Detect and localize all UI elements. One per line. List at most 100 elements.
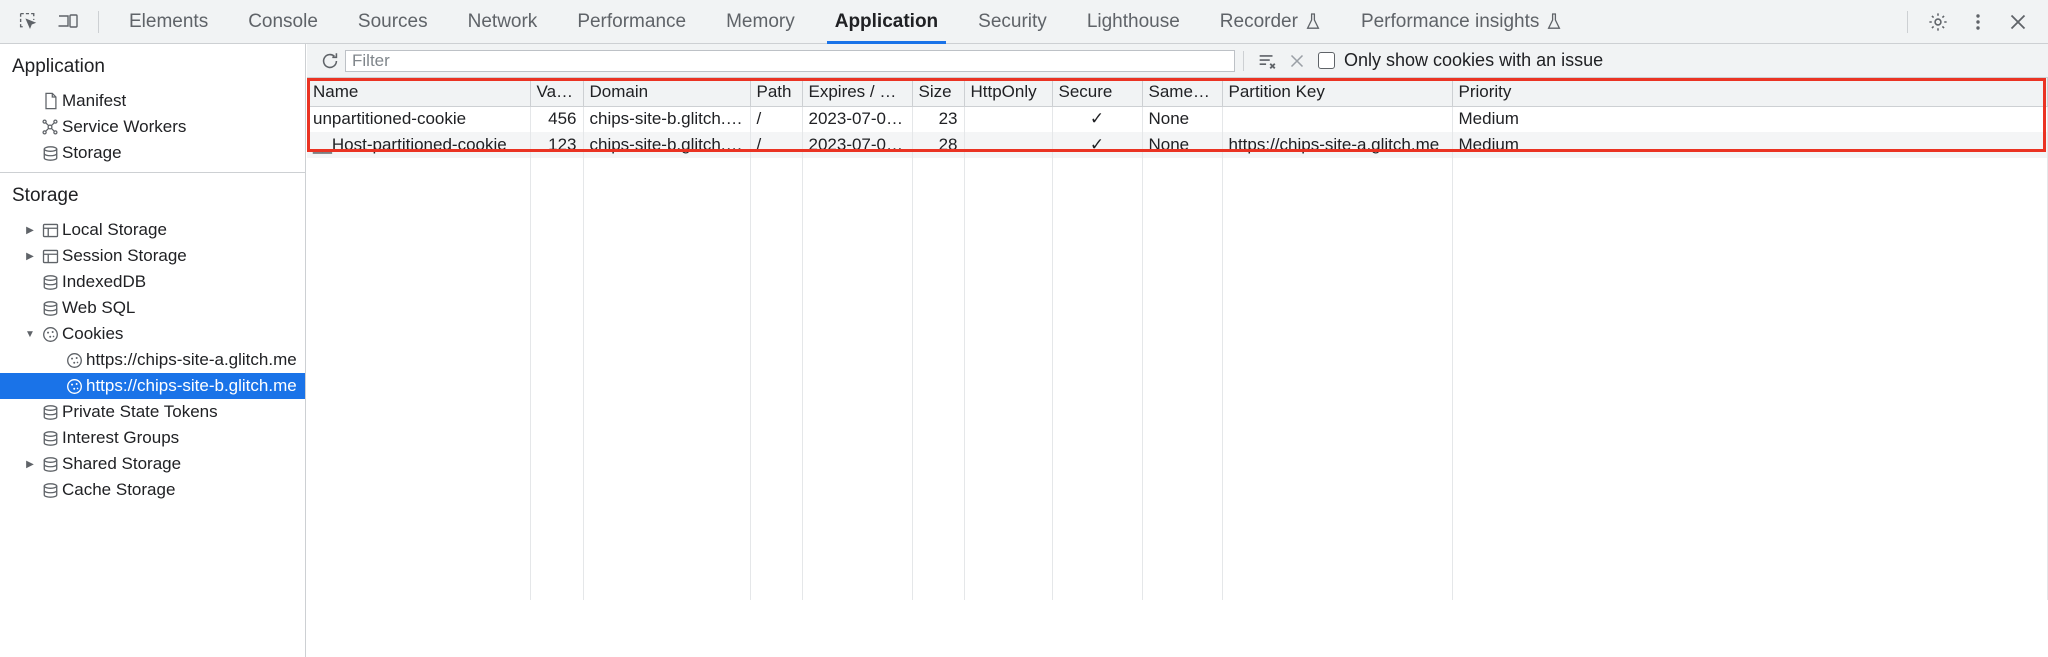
- column-header-value[interactable]: Value: [530, 78, 584, 107]
- sidebar-divider: [0, 172, 305, 173]
- chevron-right-icon[interactable]: ▶: [26, 224, 34, 236]
- table-empty-row: [307, 314, 2048, 340]
- table-icon: [38, 248, 62, 265]
- database-icon: [38, 404, 62, 421]
- tab-elements[interactable]: Elements: [109, 0, 228, 44]
- table-empty-row: [307, 236, 2048, 262]
- cookie-icon: [62, 352, 86, 369]
- column-header-priority[interactable]: Priority: [1452, 78, 2048, 107]
- column-header-secure[interactable]: Secure: [1052, 78, 1143, 107]
- tab-performance-insights[interactable]: Performance insights: [1341, 0, 1582, 44]
- gear-icon[interactable]: [1918, 4, 1958, 40]
- tab-lighthouse[interactable]: Lighthouse: [1067, 0, 1200, 44]
- refresh-icon[interactable]: [315, 48, 345, 74]
- cell-value: 123: [530, 132, 584, 158]
- sidebar-item-label: IndexedDB: [62, 272, 147, 291]
- sidebar-item-session-storage[interactable]: ▶ Session Storage: [0, 243, 305, 269]
- cell-path: /: [750, 132, 803, 158]
- cell-priority: Medium: [1452, 106, 2048, 132]
- sidebar-item-service-workers[interactable]: Service Workers: [0, 114, 305, 140]
- kebab-menu-icon[interactable]: [1958, 4, 1998, 40]
- tab-memory[interactable]: Memory: [706, 0, 815, 44]
- sidebar-item-indexeddb[interactable]: IndexedDB: [0, 269, 305, 295]
- cell-partition-key: [1222, 106, 1453, 132]
- clear-all-cookies-icon[interactable]: [1252, 48, 1282, 74]
- tab-label: Performance insights: [1360, 10, 1540, 32]
- cell-path: /: [750, 106, 803, 132]
- sidebar-item-local-storage[interactable]: ▶ Local Storage: [0, 217, 305, 243]
- sidebar-item-https-chips-site-b-glitch-me[interactable]: https://chips-site-b.glitch.me: [0, 373, 305, 399]
- experiment-flask-icon: [1305, 12, 1321, 31]
- tab-security[interactable]: Security: [958, 0, 1067, 44]
- tab-performance[interactable]: Performance: [557, 0, 706, 44]
- filter-input[interactable]: [345, 49, 1235, 72]
- sidebar-item-label: Storage: [62, 143, 122, 162]
- tab-sources[interactable]: Sources: [338, 0, 448, 44]
- sidebar-item-https-chips-site-a-glitch-me[interactable]: https://chips-site-a.glitch.me: [0, 347, 305, 373]
- devtools-tabbar: Elements Console Sources Network Performance…: [0, 0, 2048, 44]
- only-issues-label: Only show cookies with an issue: [1344, 50, 1604, 70]
- cell-expires: 2023-07-07…: [802, 106, 913, 132]
- table-empty-row: [307, 548, 2048, 574]
- sidebar-item-private-state-tokens[interactable]: Private State Tokens: [0, 399, 305, 425]
- cell-value: 456: [530, 106, 584, 132]
- cookies-filter-toolbar: Only show cookies with an issue: [307, 44, 2048, 78]
- panel-tabs: Elements Console Sources Network Performance…: [109, 0, 1582, 44]
- column-header-expires-m[interactable]: Expires / M…: [802, 78, 913, 107]
- sidebar-item-label: Cookies: [62, 324, 124, 343]
- tab-label: Recorder: [1219, 10, 1298, 32]
- tab-console[interactable]: Console: [228, 0, 338, 44]
- column-header-path[interactable]: Path: [750, 78, 803, 107]
- clear-filtered-icon[interactable]: [1282, 48, 1312, 74]
- toolbar-divider-right: [1907, 10, 1908, 33]
- only-issues-checkbox[interactable]: [1318, 52, 1335, 69]
- tab-application[interactable]: Application: [815, 0, 958, 44]
- chevron-right-icon[interactable]: ▶: [26, 458, 34, 470]
- sidebar-item-label: Session Storage: [62, 246, 187, 265]
- table-empty-row: [307, 444, 2048, 470]
- tab-label: Network: [467, 10, 538, 32]
- column-header-httponly[interactable]: HttpOnly: [964, 78, 1053, 107]
- cell-httponly: [964, 106, 1053, 132]
- inspect-element-icon[interactable]: [8, 4, 48, 40]
- tab-label: Console: [248, 10, 318, 32]
- table-empty-row: [307, 496, 2048, 522]
- device-toolbar-icon[interactable]: [48, 4, 88, 40]
- table-empty-row: [307, 418, 2048, 444]
- only-issues-checkbox-row[interactable]: Only show cookies with an issue: [1318, 50, 1603, 71]
- tab-network[interactable]: Network: [448, 0, 558, 44]
- column-header-partition-key[interactable]: Partition Key: [1222, 78, 1453, 107]
- tab-recorder[interactable]: Recorder: [1200, 0, 1341, 44]
- cell-httponly: [964, 132, 1053, 158]
- tab-label: Elements: [129, 10, 209, 32]
- experiment-flask-icon: [1546, 12, 1562, 31]
- table-empty-row: [307, 574, 2048, 600]
- cell-partition-key: https://chips-site-a.glitch.me: [1222, 132, 1453, 158]
- cell-size: 28: [912, 132, 965, 158]
- column-header-size[interactable]: Size: [912, 78, 965, 107]
- sidebar-item-interest-groups[interactable]: Interest Groups: [0, 425, 305, 451]
- close-icon[interactable]: [1998, 4, 2038, 40]
- cell-priority: Medium: [1452, 132, 2048, 158]
- sidebar-item-manifest[interactable]: Manifest: [0, 88, 305, 114]
- chevron-down-icon[interactable]: ▼: [25, 328, 35, 340]
- sidebar-item-cache-storage[interactable]: Cache Storage: [0, 477, 305, 503]
- sidebar-item-storage[interactable]: Storage: [0, 140, 305, 166]
- table-empty-row: [307, 288, 2048, 314]
- sidebar-item-cookies[interactable]: ▼ Cookies: [0, 321, 305, 347]
- cell-size: 23: [912, 106, 965, 132]
- column-header-samesite[interactable]: SameSite: [1142, 78, 1223, 107]
- cookie-icon: [38, 326, 62, 343]
- sidebar-item-web-sql[interactable]: Web SQL: [0, 295, 305, 321]
- sidebar-item-label: Local Storage: [62, 220, 167, 239]
- chevron-right-icon[interactable]: ▶: [26, 250, 34, 262]
- sidebar-item-shared-storage[interactable]: ▶Shared Storage: [0, 451, 305, 477]
- column-header-domain[interactable]: Domain: [583, 78, 751, 107]
- cookies-panel: Only show cookies with an issue NameValu…: [307, 44, 2048, 657]
- column-header-name[interactable]: Name: [307, 78, 531, 107]
